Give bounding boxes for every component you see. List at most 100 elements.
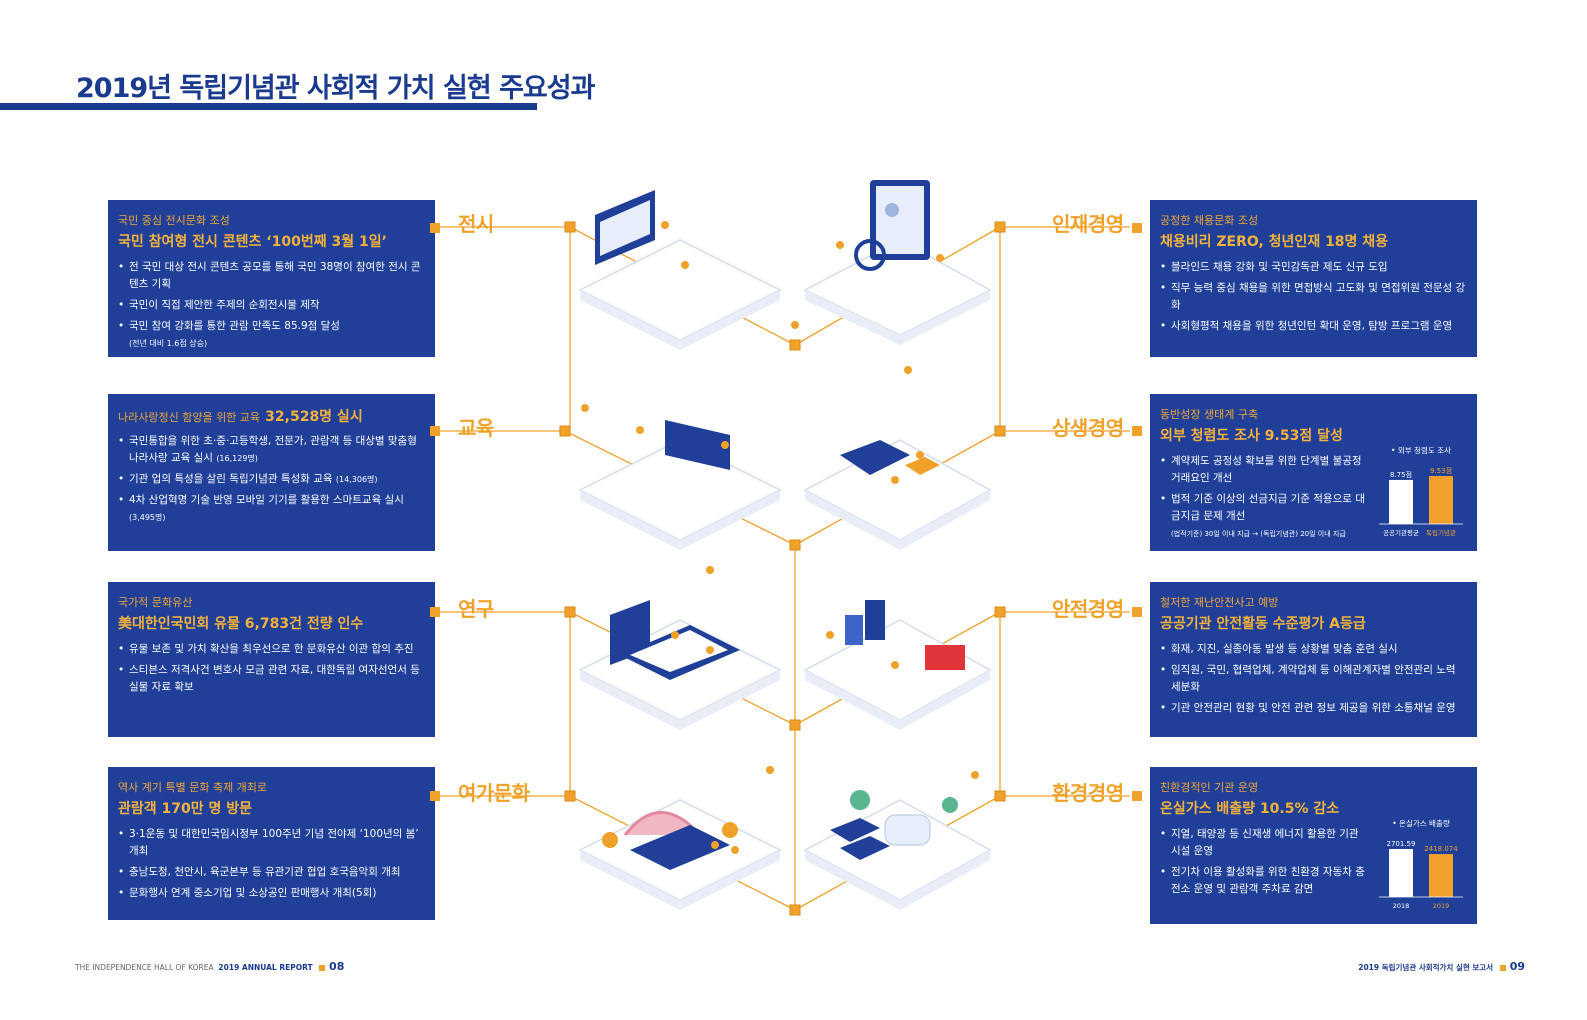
card-education: 나라사랑정신 함양을 위한 교육 32,528명 실시 국민통합을 위한 초·중…	[108, 394, 435, 551]
page-number-right: 09	[1509, 960, 1525, 973]
bullet-note: (법적기준) 30일 이내 지급 → (독립기념관) 20일 이내 지급	[1171, 530, 1346, 538]
bullet-item: 국민이 직접 제안한 주제의 순회전시물 제작	[118, 297, 425, 314]
bullet-item: 국민 참여 강화를 통한 관람 만족도 85.9점 달성 (전년 대비 1.6점 …	[118, 318, 425, 352]
card-subtitle: 역사 계기 특별 문화 축제 개최로	[118, 781, 268, 794]
chart-category-label: 공공기관평균	[1383, 528, 1419, 537]
bullet-item: 국민통합을 위한 초·중·고등학생, 전문가, 관람객 등 대상별 맞춤형 나라…	[118, 433, 425, 467]
connector-square	[430, 426, 440, 436]
chart-bar	[1429, 854, 1453, 897]
bullet-item: 법적 기준 이상의 선금지급 기준 적용으로 대금지급 문제 개선 (법적기준) …	[1160, 491, 1370, 543]
card-coexistence: 동반성장 생태계 구축 외부 청렴도 조사 9.53점 달성 계약제도 공정성 …	[1150, 394, 1477, 551]
connector-square	[1132, 223, 1142, 233]
card-environment: 친환경적인 기관 운영 온실가스 배출량 10.5% 감소 지열, 태양광 등 …	[1150, 767, 1477, 924]
chart-value-label: 9.53점	[1430, 467, 1452, 475]
chart-title: • 온실가스 배출량	[1392, 819, 1450, 828]
connector-square	[430, 223, 440, 233]
chart-value-label: 2418.074	[1424, 845, 1458, 853]
bullet-item: 문화행사 연계 중소기업 및 소상공인 판매행사 개최(5회)	[118, 885, 425, 902]
label-leisure: 여가문화	[458, 781, 530, 805]
card-subtitle: 친환경적인 기관 운영	[1160, 781, 1259, 794]
chart-value-label: 8.75점	[1390, 471, 1412, 479]
footer-right: 2019 독립기념관 사회적가치 실현 보고서 09	[1358, 960, 1525, 973]
card-headline: 외부 청렴도 조사 9.53점 달성	[1160, 428, 1343, 444]
label-coexistence: 상생경영	[1052, 416, 1124, 440]
bullet-item: 전 국민 대상 전시 콘텐츠 공모를 통해 국민 38명이 참여한 전시 콘텐츠…	[118, 259, 425, 293]
card-headline: 공공기관 안전활동 수준평가 A등급	[1160, 616, 1366, 632]
bullet-note: (3,495명)	[129, 513, 166, 522]
chart-bar	[1389, 479, 1413, 524]
connector-square	[1132, 607, 1142, 617]
card-headline: 美대한인국민회 유물 6,783건 전량 인수	[118, 616, 364, 632]
bullet-note: (16,129명)	[216, 454, 258, 463]
bullet-item: 계약제도 공정성 확보를 위한 단계별 불공정 거래요인 개선	[1160, 453, 1370, 487]
bullet-text: 국민통합을 위한 초·중·고등학생, 전문가, 관람객 등 대상별 맞춤형 나라…	[129, 435, 417, 464]
chart-bar	[1389, 849, 1413, 897]
label-education: 교육	[458, 416, 494, 440]
label-environment: 환경경영	[1052, 781, 1124, 805]
bullet-item: 3·1운동 및 대한민국임시정부 100주년 기념 전야제 ‘100년의 봄’ …	[118, 826, 425, 860]
footer-report: 2019 ANNUAL REPORT	[218, 963, 313, 972]
bullet-item: 유물 보존 및 가치 확산을 최우선으로 한 문화유산 이관 합의 추진	[118, 641, 425, 658]
page-marker	[1499, 965, 1506, 971]
label-safety: 안전경영	[1052, 597, 1124, 621]
card-headline: 국민 참여형 전시 콘텐츠 ‘100번째 3월 1일’	[118, 234, 387, 250]
card-headline: 온실가스 배출량 10.5% 감소	[1160, 801, 1340, 817]
label-research: 연구	[458, 597, 494, 621]
bullet-text: 기관 업의 특성을 살린 독립기념관 특성화 교육	[129, 473, 333, 485]
card-headline: 32,528명 실시	[265, 409, 363, 425]
bullet-text: 국민 참여 강화를 통한 관람 만족도 85.9점 달성	[129, 320, 340, 332]
bullet-note: (전년 대비 1.6점 상승)	[129, 339, 208, 348]
card-safety: 철저한 재난안전사고 예방 공공기관 안전활동 수준평가 A등급 화재, 지진,…	[1150, 582, 1477, 737]
chart-category-label: 독립기념관	[1426, 528, 1456, 537]
bullet-item: 충남도청, 천안시, 육군본부 등 유관기관 협업 호국음악회 개최	[118, 864, 425, 881]
bullet-item: 스티븐스 저격사건 변호사 모금 관련 자료, 대한독립 여자선언서 등 실물 …	[118, 662, 425, 696]
page-title: 2019년 독립기념관 사회적 가치 실현 주요성과	[76, 73, 595, 104]
bullet-item: 임직원, 국민, 협력업체, 계약업체 등 이해관계자별 안전관리 노력 세분화	[1160, 662, 1467, 696]
bullet-item: 직무 능력 중심 채용을 위한 면접방식 고도화 및 면접위원 전문성 강화	[1160, 280, 1467, 314]
card-subtitle: 동반성장 생태계 구축	[1160, 408, 1259, 421]
card-exhibition: 국민 중심 전시문화 조성 국민 참여형 전시 콘텐츠 ‘100번째 3월 1일…	[108, 200, 435, 357]
bullet-item: 기관 안전관리 현황 및 안전 관련 정보 제공을 위한 소통채널 운영	[1160, 700, 1467, 717]
bullet-text: 법적 기준 이상의 선금지급 기준 적용으로 대금지급 문제 개선	[1171, 493, 1365, 522]
card-subtitle: 국가적 문화유산	[118, 596, 193, 609]
card-research: 국가적 문화유산 美대한인국민회 유물 6,783건 전량 인수 유물 보존 및…	[108, 582, 435, 737]
footer-report-right: 2019 독립기념관 사회적가치 실현 보고서	[1358, 963, 1494, 972]
bullet-item: 화재, 지진, 실종아동 발생 등 상황별 맞춤 훈련 실시	[1160, 641, 1467, 658]
chart-title: • 외부 청렴도 조사	[1391, 446, 1451, 455]
bullet-item: 4차 산업혁명 기술 반영 모바일 기기를 활용한 스마트교육 실시 (3,49…	[118, 492, 425, 526]
connector-square	[1132, 791, 1142, 801]
connector-square	[1132, 426, 1142, 436]
bullet-item: 지열, 태양광 등 신재생 에너지 활용한 기관 시설 운영	[1160, 826, 1370, 860]
connector-square	[430, 791, 440, 801]
card-headline: 채용비리 ZERO, 청년인재 18명 채용	[1160, 234, 1389, 250]
chart-bar	[1429, 476, 1453, 524]
card-leisure: 역사 계기 특별 문화 축제 개최로 관람객 170만 명 방문 3·1운동 및…	[108, 767, 435, 920]
card-subtitle: 공정한 채용문화 조성	[1160, 214, 1259, 227]
bullet-item: 블라인드 채용 강화 및 국민감독관 제도 신규 도입	[1160, 259, 1467, 276]
bullet-item: 사회형평적 채용을 위한 청년인턴 확대 운영, 탐방 프로그램 운영	[1160, 318, 1467, 335]
footer-org: THE INDEPENDENCE HALL OF KOREA	[75, 963, 214, 972]
page-marker	[319, 965, 326, 971]
bullet-note: (14,306명)	[335, 475, 378, 484]
card-subtitle: 나라사랑정신 함양을 위한 교육	[118, 411, 261, 424]
label-exhibition: 전시	[458, 212, 494, 236]
bullet-item: 기관 업의 특성을 살린 독립기념관 특성화 교육 (14,306명)	[118, 471, 425, 488]
card-headline: 관람객 170만 명 방문	[118, 801, 253, 817]
bullet-item: 전기차 이용 활성화를 위한 친환경 자동차 충전소 운영 및 관람객 주차료 …	[1160, 864, 1370, 898]
card-subtitle: 철저한 재난안전사고 예방	[1160, 596, 1279, 609]
title-underline	[0, 103, 537, 110]
connector-lines	[435, 226, 1130, 911]
card-talent: 공정한 채용문화 조성 채용비리 ZERO, 청년인재 18명 채용 블라인드 …	[1150, 200, 1477, 357]
label-talent: 인재경영	[1052, 212, 1124, 236]
connector-square	[430, 607, 440, 617]
chart-value-label: 2701.59	[1387, 840, 1416, 848]
card-subtitle: 국민 중심 전시문화 조성	[118, 214, 230, 227]
bullet-text: 4차 산업혁명 기술 반영 모바일 기기를 활용한 스마트교육 실시	[129, 494, 404, 506]
page-number-left: 08	[329, 960, 345, 973]
chart-category-label: 2018	[1393, 902, 1410, 910]
